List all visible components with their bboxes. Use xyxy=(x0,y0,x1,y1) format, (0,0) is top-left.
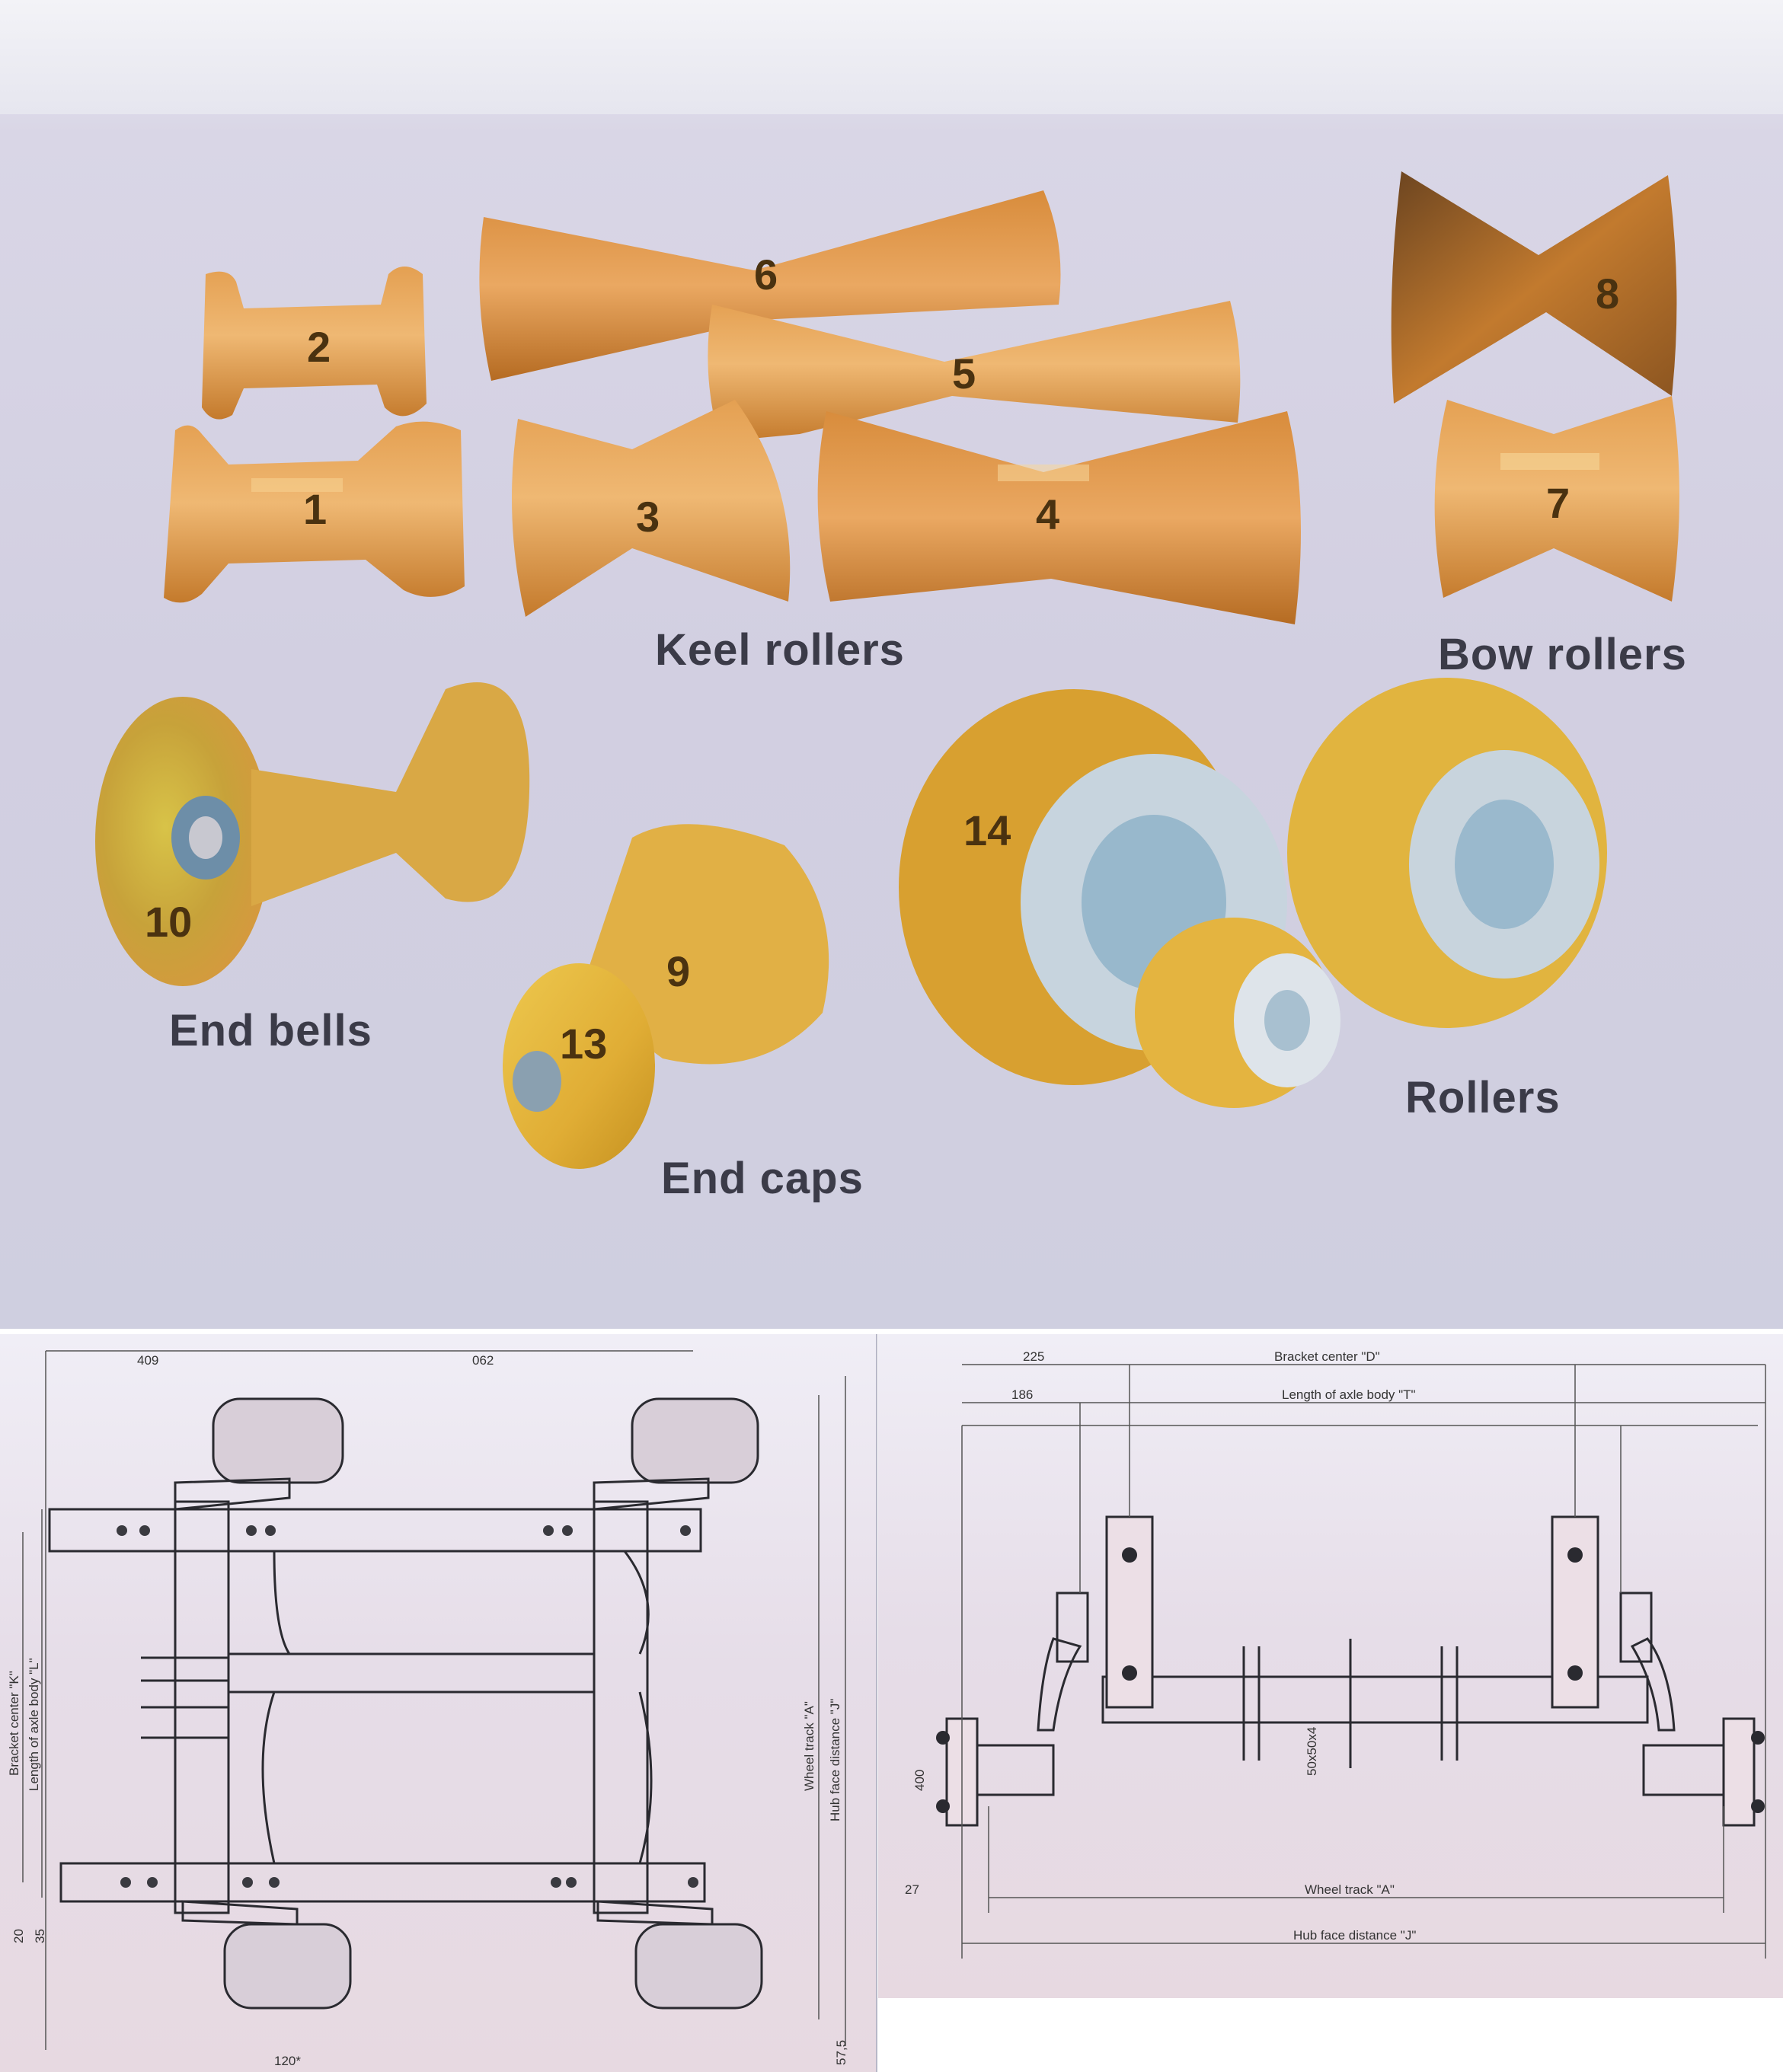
dim-side-a: 20 xyxy=(11,1929,26,1943)
part-number-4: 4 xyxy=(1036,490,1059,538)
right-swing-arm xyxy=(1630,1637,1676,1732)
dim-bottom-center: 120* xyxy=(274,2054,301,2068)
keel-roller-5 xyxy=(708,301,1241,442)
dim-top-left-b: 186 xyxy=(1011,1387,1033,1402)
bow-roller-8 xyxy=(1391,171,1677,404)
hub-assemblies xyxy=(117,1397,763,2010)
catalog-photo: 2 1 6 5 3 4 8 7 10 9 13 14 Keel rollers … xyxy=(0,0,1783,1329)
label-keel-rollers: Keel rollers xyxy=(655,625,905,675)
right-axle-tube xyxy=(593,1500,649,1914)
dim-center-mark: 50x50x4 xyxy=(1305,1727,1319,1776)
label-rollers: Rollers xyxy=(1405,1073,1561,1122)
dim-side-b: 35 xyxy=(33,1929,47,1943)
keel-roller-3 xyxy=(512,400,791,617)
label-end-bells: End bells xyxy=(169,1006,372,1055)
part-number-8: 8 xyxy=(1596,270,1619,318)
part-number-1: 1 xyxy=(303,485,327,533)
part-number-3: 3 xyxy=(636,493,660,541)
keel-roller-4 xyxy=(817,411,1301,624)
keel-roller-6 xyxy=(479,190,1061,381)
label-bow-rollers: Bow rollers xyxy=(1438,630,1687,679)
part-number-14: 14 xyxy=(963,806,1011,854)
part-number-13: 13 xyxy=(560,1020,607,1068)
dim-hub: 400 xyxy=(912,1770,927,1791)
dim-axle-body: Length of axle body "L" xyxy=(27,1658,41,1791)
dim-left-small: 27 xyxy=(905,1882,919,1897)
end-bell-10 xyxy=(95,682,530,986)
upper-bracket-bar xyxy=(48,1508,702,1553)
part-number-2: 2 xyxy=(307,323,331,371)
page-top-strip xyxy=(0,0,1783,114)
dimension-lines-right xyxy=(961,1364,1766,1959)
axle-front-view-drawing: 225 186 Bracket center "D" Length of axl… xyxy=(878,1334,1783,1998)
dim-top-right: 062 xyxy=(472,1353,494,1368)
roller-small xyxy=(1135,918,1340,1108)
dim-bracket-center: Bracket center "K" xyxy=(7,1671,21,1776)
dim-top-left-a: 225 xyxy=(1023,1349,1044,1364)
left-swing-arm xyxy=(1037,1637,1082,1732)
dim-hub-face-j: Hub face distance "J" xyxy=(1293,1928,1416,1943)
right-hub xyxy=(1722,1717,1756,1827)
part-number-9: 9 xyxy=(666,947,690,995)
part-number-5: 5 xyxy=(952,350,976,397)
dim-bottom-right: 57,5 xyxy=(834,2040,848,2065)
dim-axle-body-t: Length of axle body "T" xyxy=(1282,1387,1416,1402)
axle-top-view-drawing: 409 062 Wheel track "A" Hub face distanc… xyxy=(0,1334,877,2072)
dimension-lines xyxy=(22,1350,846,2050)
part-number-7: 7 xyxy=(1546,479,1570,527)
dim-wheel-track: Wheel track "A" xyxy=(802,1701,816,1791)
part-number-6: 6 xyxy=(754,251,778,299)
end-cap-13 xyxy=(503,824,829,1169)
label-end-caps: End caps xyxy=(661,1154,864,1203)
axle-front-view-svg: 225 186 Bracket center "D" Length of axl… xyxy=(905,1349,1766,1959)
axle-body xyxy=(1101,1675,1649,1724)
part-number-10: 10 xyxy=(145,898,192,946)
roller-large xyxy=(1287,678,1607,1028)
keel-roller-1 xyxy=(164,421,465,603)
bow-roller-7 xyxy=(1434,396,1679,602)
keel-roller-2 xyxy=(202,267,427,420)
dim-bracket-center-d: Bracket center "D" xyxy=(1274,1349,1380,1364)
roller-illustrations: 2 1 6 5 3 4 8 7 10 9 13 14 xyxy=(95,171,1679,1169)
axle-top-view-svg: 409 062 Wheel track "A" Hub face distanc… xyxy=(7,1350,848,2068)
dim-wheel-track-a: Wheel track "A" xyxy=(1305,1882,1395,1897)
dim-hub-face: Hub face distance "J" xyxy=(828,1699,842,1821)
lower-bracket-bar xyxy=(59,1862,706,1903)
dim-top-left: 409 xyxy=(137,1353,158,1368)
